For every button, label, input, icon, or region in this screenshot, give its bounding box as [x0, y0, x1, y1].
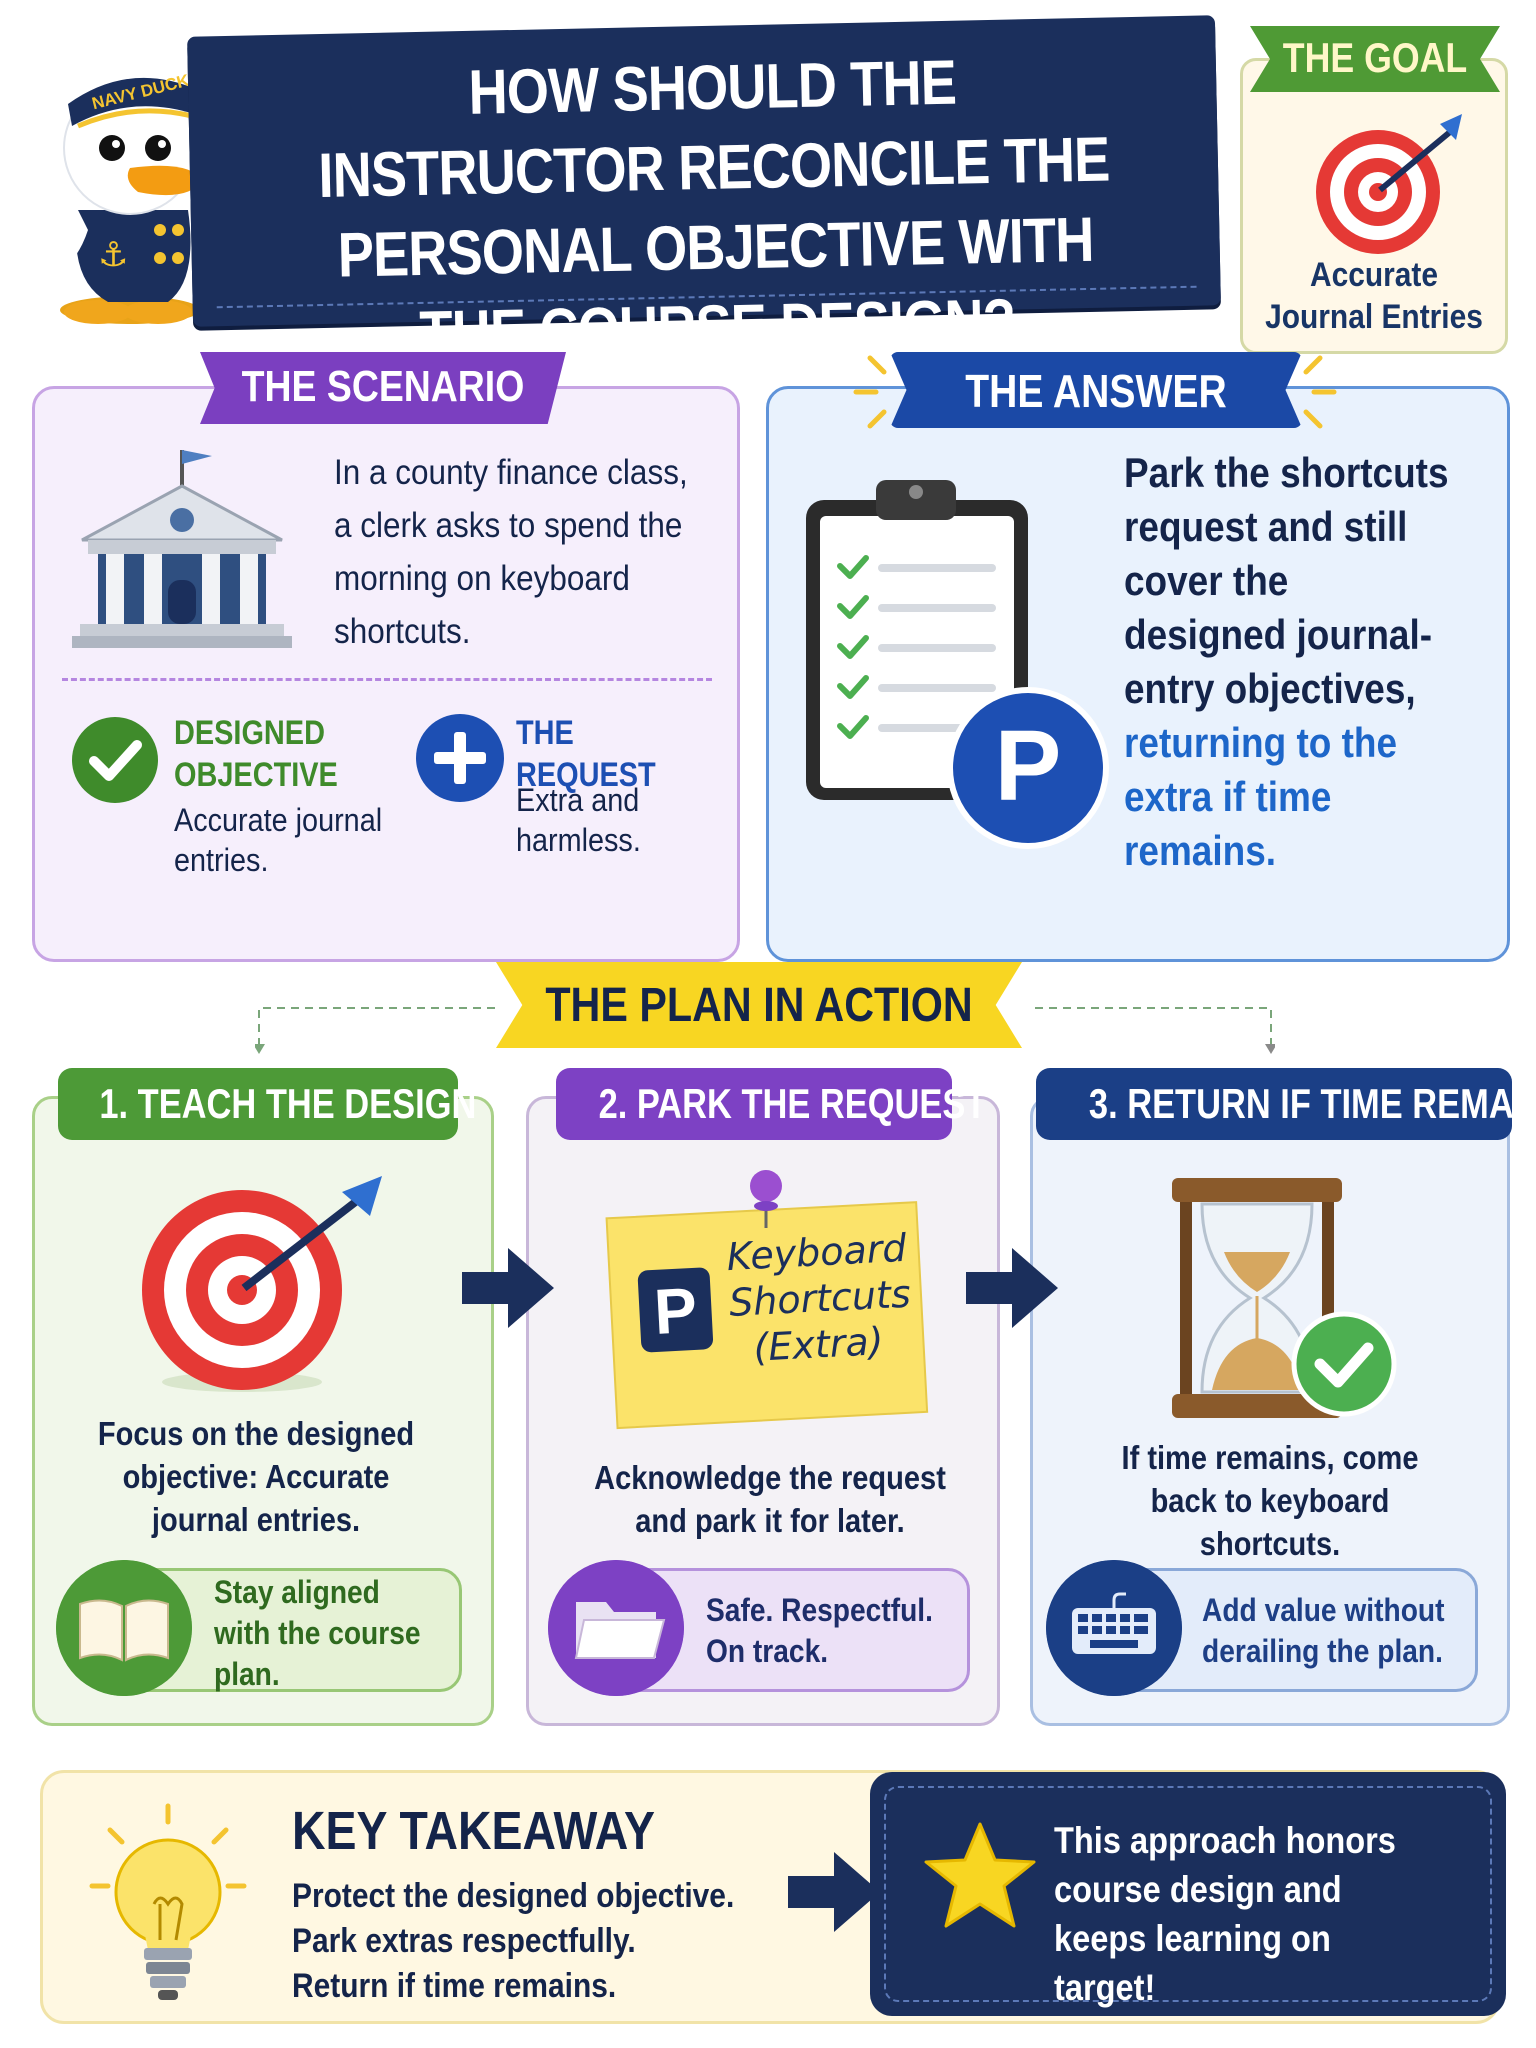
answer-highlight-text: returning to the extra if time remains.	[1124, 719, 1398, 874]
answer-text: Park the shortcuts request and still cov…	[1124, 446, 1458, 878]
step-text-return: If time remains, come back to keyboard s…	[1121, 1439, 1419, 1562]
takeaway-title: KEY TAKEAWAY	[292, 1801, 656, 1861]
clipboard-checklist-icon: P	[806, 480, 1109, 849]
goal-ribbon: THE GOAL	[1250, 26, 1500, 92]
sparkle-rays-icon	[853, 355, 1337, 429]
check-circle-icon	[72, 717, 158, 803]
title-banner: HOW SHOULD THE INSTRUCTOR RECONCILE THE …	[187, 15, 1221, 369]
plan-ribbon: THE PLAN IN ACTION	[496, 962, 1022, 1048]
pill-text-park: Safe. Respectful. On track.	[706, 1592, 933, 1669]
lightbulb-icon	[89, 1803, 247, 2000]
step-text-teach: Focus on the designed objective: Accurat…	[97, 1415, 415, 1538]
answer-ribbon: THE ANSWER	[890, 352, 1302, 428]
takeaway-line: Return if time remains.	[292, 1967, 617, 2005]
target-icon	[142, 1176, 382, 1392]
book-icon	[56, 1560, 192, 1696]
svg-text:(Extra): (Extra)	[752, 1319, 884, 1370]
step-title-teach: 1. TEACH THE DESIGN	[58, 1068, 476, 1140]
step-title-return: 3. RETURN IF TIME REMAINS	[1036, 1068, 1536, 1140]
svg-text:P: P	[652, 1274, 698, 1348]
takeaway-line: Park extras respectfully.	[292, 1922, 636, 1960]
target-icon	[1316, 114, 1462, 254]
sticky-note: P Keyboard Shortcuts (Extra)	[605, 1170, 929, 1430]
star-icon	[924, 1822, 1036, 1928]
scenario-label: THE SCENARIO	[241, 362, 525, 411]
step-text-park: Acknowledge the request and park it for …	[594, 1459, 946, 1539]
plus-circle-icon	[416, 714, 504, 802]
takeaway-lines: Protect the designed objective. Park ext…	[292, 1874, 785, 2009]
goal-label: THE GOAL	[1282, 34, 1468, 81]
navy-duck-mascot: ⚓ NAVY DUCK	[59, 71, 203, 324]
folder-icon	[548, 1560, 684, 1696]
takeaway-line: Protect the designed objective.	[292, 1877, 735, 1915]
svg-text:⚓: ⚓	[98, 235, 128, 275]
svg-text:P: P	[995, 710, 1062, 822]
scenario-text: In a county finance class, a clerk asks …	[334, 453, 688, 651]
request-title: THE REQUEST	[516, 714, 656, 794]
plan-label: THE PLAN IN ACTION	[545, 979, 973, 1032]
request-text: Extra and harmless.	[516, 782, 641, 858]
plan-connector-lines	[255, 1007, 1275, 1054]
svg-text:Keyboard: Keyboard	[726, 1226, 909, 1279]
step-title-park: 2. PARK THE REQUEST	[556, 1068, 986, 1140]
designed-objective-text: Accurate journal entries.	[174, 802, 383, 878]
hourglass-icon	[1172, 1178, 1397, 1418]
goal-text: Accurate Journal Entries	[1265, 256, 1483, 336]
government-building-icon	[72, 450, 292, 648]
pill-text-teach: Stay aligned with the course plan.	[214, 1574, 421, 1692]
svg-text:Shortcuts: Shortcuts	[728, 1272, 912, 1325]
page-title: HOW SHOULD THE INSTRUCTOR RECONCILE THE …	[317, 47, 1111, 369]
pill-text-return: Add value without derailing the plan.	[1202, 1592, 1445, 1669]
scenario-divider	[62, 678, 712, 681]
arrow-right-icon	[788, 1852, 880, 1932]
answer-label: THE ANSWER	[965, 365, 1227, 417]
scenario-ribbon: THE SCENARIO	[200, 352, 566, 424]
highlight-text: This approach honors course design and k…	[1054, 1820, 1396, 2008]
designed-objective-title: DESIGNED OBJECTIVE	[174, 714, 338, 794]
arrow-right-icon	[462, 1248, 554, 1328]
keyboard-icon	[1046, 1560, 1182, 1696]
answer-main-text: Park the shortcuts request and still cov…	[1124, 449, 1449, 712]
arrow-right-icon	[966, 1248, 1058, 1328]
